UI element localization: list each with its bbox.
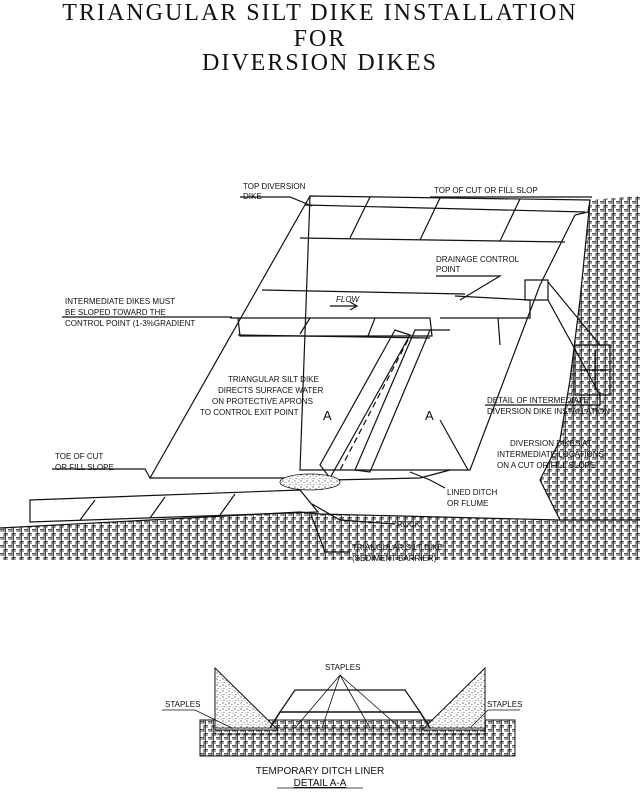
label-barrier-2: (SEDIMENT BARRIER) <box>352 554 437 563</box>
label-toe-2: OR FILL SLOPE <box>55 463 114 472</box>
title-line-1: TRIANGULAR SILT DIKE INSTALLATION <box>62 0 578 26</box>
label-detail-2: DIVERSION DIKE INSTALLATION <box>487 407 610 416</box>
label-diversion-3: ON A CUT OR FILL SLOPE <box>497 461 595 470</box>
label-silt-dike-1: TRIANGULAR SILT DIKE <box>228 375 319 384</box>
label-drainage-1: DRAINAGE CONTROL <box>436 255 520 264</box>
label-silt-dike-3: ON PROTECTIVE APRONS <box>212 397 313 406</box>
rock-pile <box>279 473 341 491</box>
label-flow: FLOW <box>336 295 361 304</box>
ground-hatching <box>0 196 640 560</box>
label-rock: ROCK <box>397 520 421 529</box>
label-top-cut: TOP OF CUT OR FILL SLOP <box>434 186 538 195</box>
label-toe-1: TOE OF CUT <box>55 452 103 461</box>
label-drainage-2: POINT <box>436 265 461 274</box>
label-intermediate-3: CONTROL POINT (1-3%GRADIENT <box>65 319 195 328</box>
title-line-2: FOR <box>293 26 347 52</box>
detail-a-a-section <box>162 666 520 757</box>
label-diversion-2: INTERMEDIATE LOCATIONS <box>497 450 604 459</box>
label-lined-2: OR FLUME <box>447 499 488 508</box>
label-top-diversion-1: TOP DIVERSION <box>243 182 306 191</box>
label-lined-1: LINED DITCH <box>447 488 497 497</box>
label-staples-top: STAPLES <box>325 663 360 672</box>
label-diversion-1: DIVERSION DIKES AT <box>510 439 592 448</box>
caption-line-2: DETAIL A-A <box>294 778 347 789</box>
label-top-diversion-2: DIKE <box>243 192 262 201</box>
label-section-a-right: A <box>425 408 434 423</box>
label-staples-right: STAPLES <box>487 700 522 709</box>
caption-line-1: TEMPORARY DITCH LINER <box>256 766 385 777</box>
label-intermediate-2: BE SLOPED TOWARD THE <box>65 308 166 317</box>
title-line-3: DIVERSION DIKES <box>202 50 438 76</box>
label-intermediate-1: INTERMEDIATE DIKES MUST <box>65 297 175 306</box>
slope-surface <box>29 195 611 553</box>
label-staples-left: STAPLES <box>165 700 200 709</box>
label-barrier-1: TRIANGULAR SILT DIKE <box>352 543 443 552</box>
label-silt-dike-4: TO CONTROL EXIT POINT <box>200 408 299 417</box>
label-detail-1: DETAIL OF INTERMEDIATE <box>487 396 589 405</box>
label-silt-dike-2: DIRECTS SURFACE WATER <box>218 386 324 395</box>
label-section-a-left: A <box>323 408 332 423</box>
